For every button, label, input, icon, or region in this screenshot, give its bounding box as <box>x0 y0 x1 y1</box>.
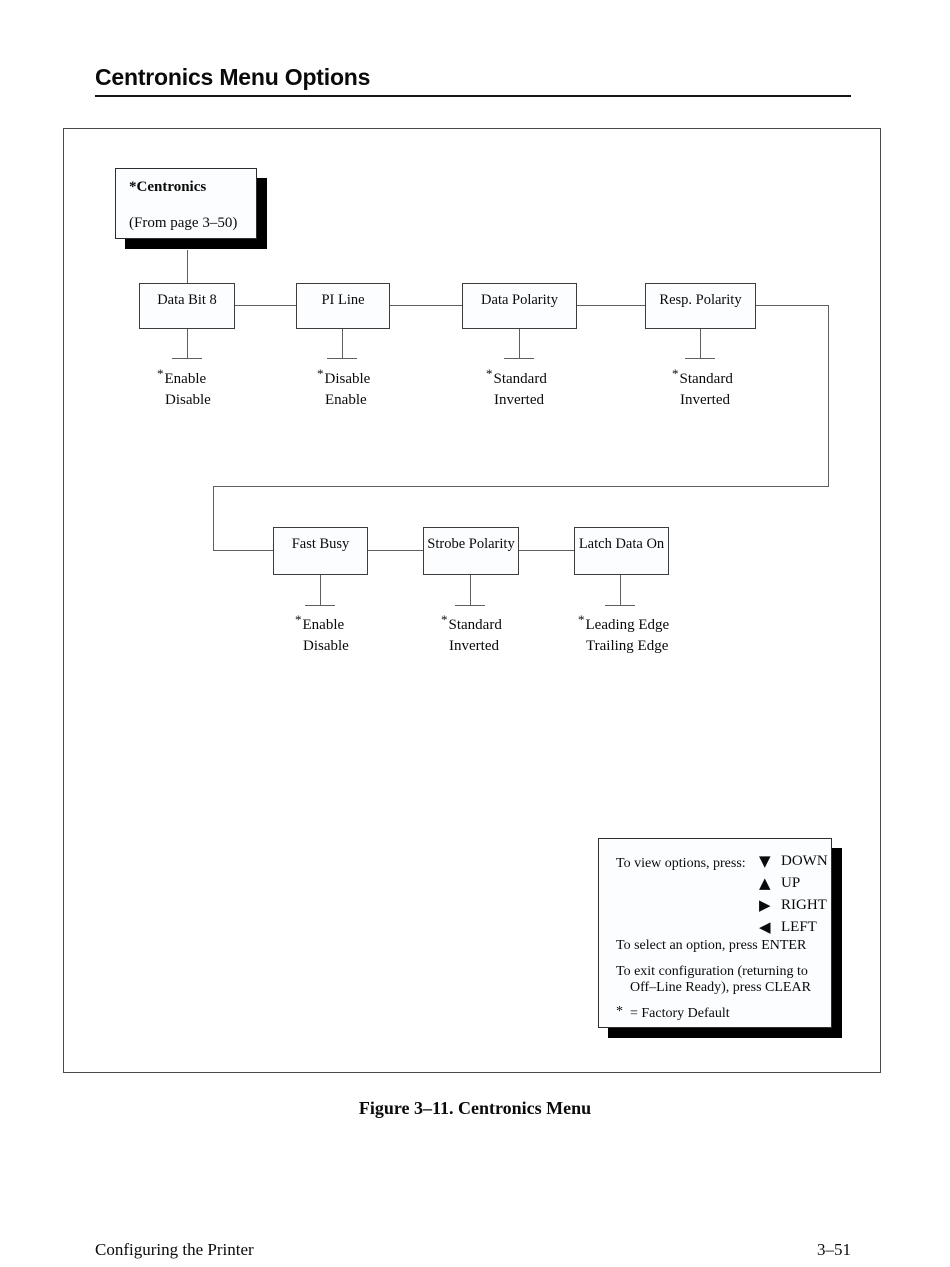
stem-line <box>470 575 471 605</box>
node-latch-data-on: Latch Data On <box>574 527 669 575</box>
down-arrow-icon: ▼ <box>759 852 771 870</box>
stem-line <box>342 329 343 358</box>
factory-default-marker: * <box>157 366 164 381</box>
factory-default-marker: * <box>317 366 324 381</box>
key-label-right: RIGHT <box>781 897 827 913</box>
factory-default-marker: * <box>441 612 448 627</box>
connector-line <box>235 305 296 306</box>
option: Inverted <box>680 392 730 408</box>
connector-line <box>577 305 645 306</box>
options-latch-data-on: *Leading Edge Trailing Edge <box>578 612 669 657</box>
terminator-line <box>504 358 534 359</box>
factory-default-marker: * <box>295 612 302 627</box>
key-label-up: UP <box>781 875 801 891</box>
connector-line <box>519 550 574 551</box>
terminator-line <box>327 358 357 359</box>
factory-default-marker: * <box>486 366 493 381</box>
key-legend-box: To view options, press: ▼ DOWN ▲ UP ▶ RI… <box>598 838 832 1028</box>
connector-line <box>187 250 188 283</box>
options-resp-polarity: *Standard Inverted <box>672 366 733 411</box>
legend-view-line: To view options, press: <box>616 856 746 871</box>
connector-line <box>213 486 214 551</box>
option-default: *Disable <box>317 366 370 390</box>
option-default: *Leading Edge <box>578 612 669 636</box>
legend-exit-line-1: To exit configuration (returning to <box>616 964 808 979</box>
left-arrow-icon: ◀ <box>759 918 771 936</box>
option: Trailing Edge <box>586 638 669 654</box>
connector-line <box>213 550 273 551</box>
key-label-down: DOWN <box>781 853 828 869</box>
figure-caption: Figure 3–11. Centronics Menu <box>358 1098 592 1118</box>
option-default: *Enable <box>157 366 211 390</box>
factory-default-marker: * <box>616 1004 623 1019</box>
factory-default-text: = Factory Default <box>630 1006 730 1021</box>
node-strobe-polarity: Strobe Polarity <box>423 527 519 575</box>
option: Disable <box>303 638 349 654</box>
node-data-bit-8: Data Bit 8 <box>139 283 235 329</box>
root-box-title: *Centronics <box>129 179 207 195</box>
option: Enable <box>325 392 367 408</box>
title-rule <box>95 95 851 97</box>
node-resp-polarity: Resp. Polarity <box>645 283 756 329</box>
stem-line <box>700 329 701 358</box>
stem-line <box>620 575 621 605</box>
options-data-bit-8: *Enable Disable <box>157 366 211 411</box>
right-arrow-icon: ▶ <box>759 896 771 914</box>
options-pi-line: *Disable Enable <box>317 366 370 411</box>
terminator-line <box>685 358 715 359</box>
page-title: Centronics Menu Options <box>95 64 371 90</box>
option: Inverted <box>494 392 544 408</box>
legend-default-line: * = Factory Default <box>616 1004 730 1022</box>
legend-exit-line-2: Off–Line Ready), press CLEAR <box>630 980 811 995</box>
connector-line <box>390 305 462 306</box>
option-default: *Enable <box>295 612 349 636</box>
stem-line <box>519 329 520 358</box>
option-default: *Standard <box>672 366 733 390</box>
options-data-polarity: *Standard Inverted <box>486 366 547 411</box>
connector-line <box>828 305 829 487</box>
node-data-polarity: Data Polarity <box>462 283 577 329</box>
key-label-left: LEFT <box>781 919 817 935</box>
options-strobe-polarity: *Standard Inverted <box>441 612 502 657</box>
root-box-subtitle: (From page 3–50) <box>129 215 238 231</box>
factory-default-marker: * <box>578 612 585 627</box>
up-arrow-icon: ▲ <box>759 874 771 892</box>
terminator-line <box>455 605 485 606</box>
connector-line <box>368 550 423 551</box>
factory-default-marker: * <box>672 366 679 381</box>
connector-line <box>756 305 828 306</box>
option-default: *Standard <box>441 612 502 636</box>
node-pi-line: PI Line <box>296 283 390 329</box>
terminator-line <box>305 605 335 606</box>
node-fast-busy: Fast Busy <box>273 527 368 575</box>
options-fast-busy: *Enable Disable <box>295 612 349 657</box>
option: Inverted <box>449 638 499 654</box>
connector-line <box>213 486 829 487</box>
footer-section-title: Configuring the Printer <box>95 1240 254 1259</box>
terminator-line <box>172 358 202 359</box>
figure-frame <box>63 128 881 1073</box>
root-box-centronics: *Centronics (From page 3–50) <box>115 168 257 239</box>
stem-line <box>320 575 321 605</box>
legend-select-line: To select an option, press ENTER <box>616 938 807 953</box>
footer-page-number: 3–51 <box>817 1240 851 1259</box>
option-default: *Standard <box>486 366 547 390</box>
option: Disable <box>165 392 211 408</box>
terminator-line <box>605 605 635 606</box>
stem-line <box>187 329 188 358</box>
